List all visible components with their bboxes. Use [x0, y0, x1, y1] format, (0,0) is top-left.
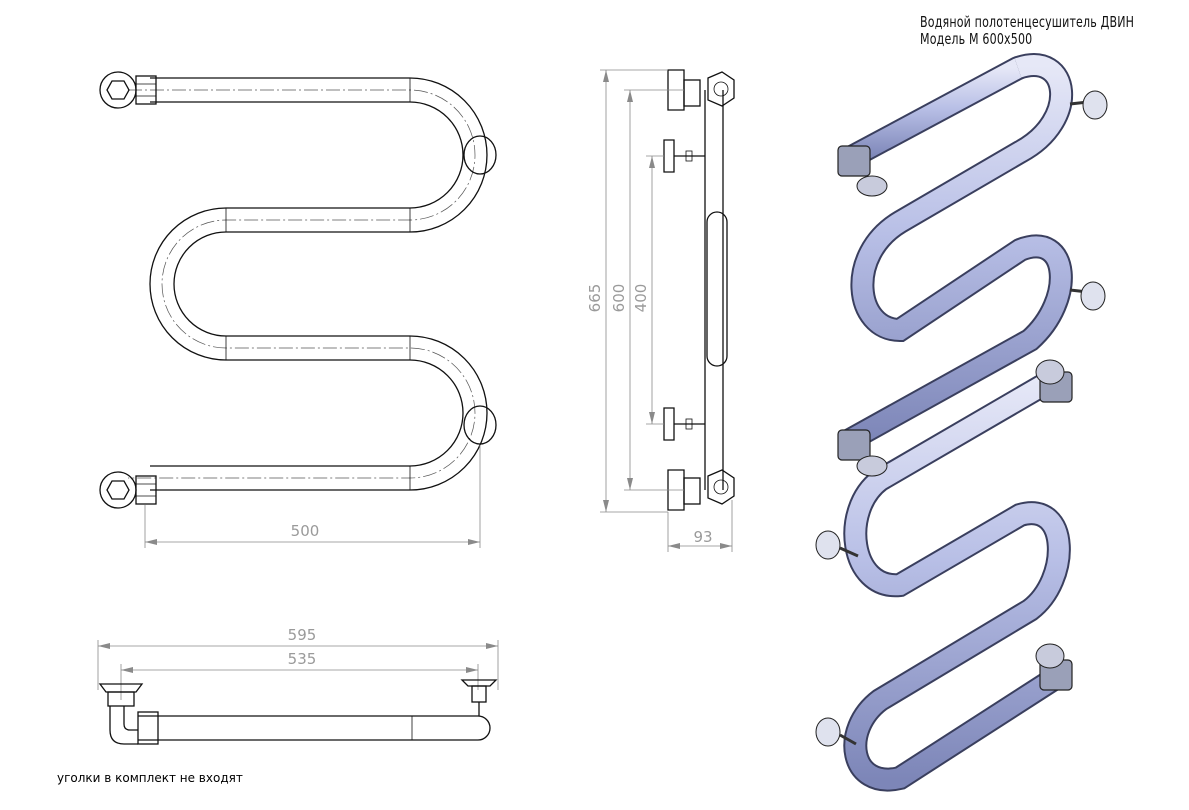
iso-rail-bottom	[843, 369, 1071, 792]
iso-fitting-2	[837, 429, 888, 477]
title-line-1: Водяной полотенцесушитель ДВИН	[920, 13, 1135, 31]
iso-fitting-4	[1035, 643, 1073, 691]
dim-front-width: 500	[291, 522, 320, 540]
top-view: 595 535	[97, 626, 499, 745]
front-view: 500	[99, 71, 497, 548]
dim-side-depth: 93	[693, 528, 712, 546]
footnote: уголки в комплект не входят	[57, 771, 243, 785]
isometric-view	[815, 53, 1108, 792]
dim-side-axis: 600	[610, 284, 628, 313]
dim-top-overall: 595	[288, 626, 317, 644]
iso-fitting-3	[1035, 359, 1073, 403]
title-line-2: Модель М 600х500	[920, 30, 1033, 48]
side-view: 665 600 400 93	[586, 69, 735, 552]
dim-side-mount: 400	[632, 284, 650, 313]
dim-top-axis: 535	[288, 650, 317, 668]
iso-wall-mount-3	[815, 530, 859, 560]
iso-fitting-1	[837, 145, 888, 197]
dim-side-total: 665	[586, 284, 604, 313]
iso-rail-top	[838, 53, 1073, 451]
iso-wall-mount-4	[815, 717, 857, 747]
iso-wall-mount-1	[1069, 90, 1108, 120]
iso-wall-mount-2	[1069, 281, 1106, 311]
